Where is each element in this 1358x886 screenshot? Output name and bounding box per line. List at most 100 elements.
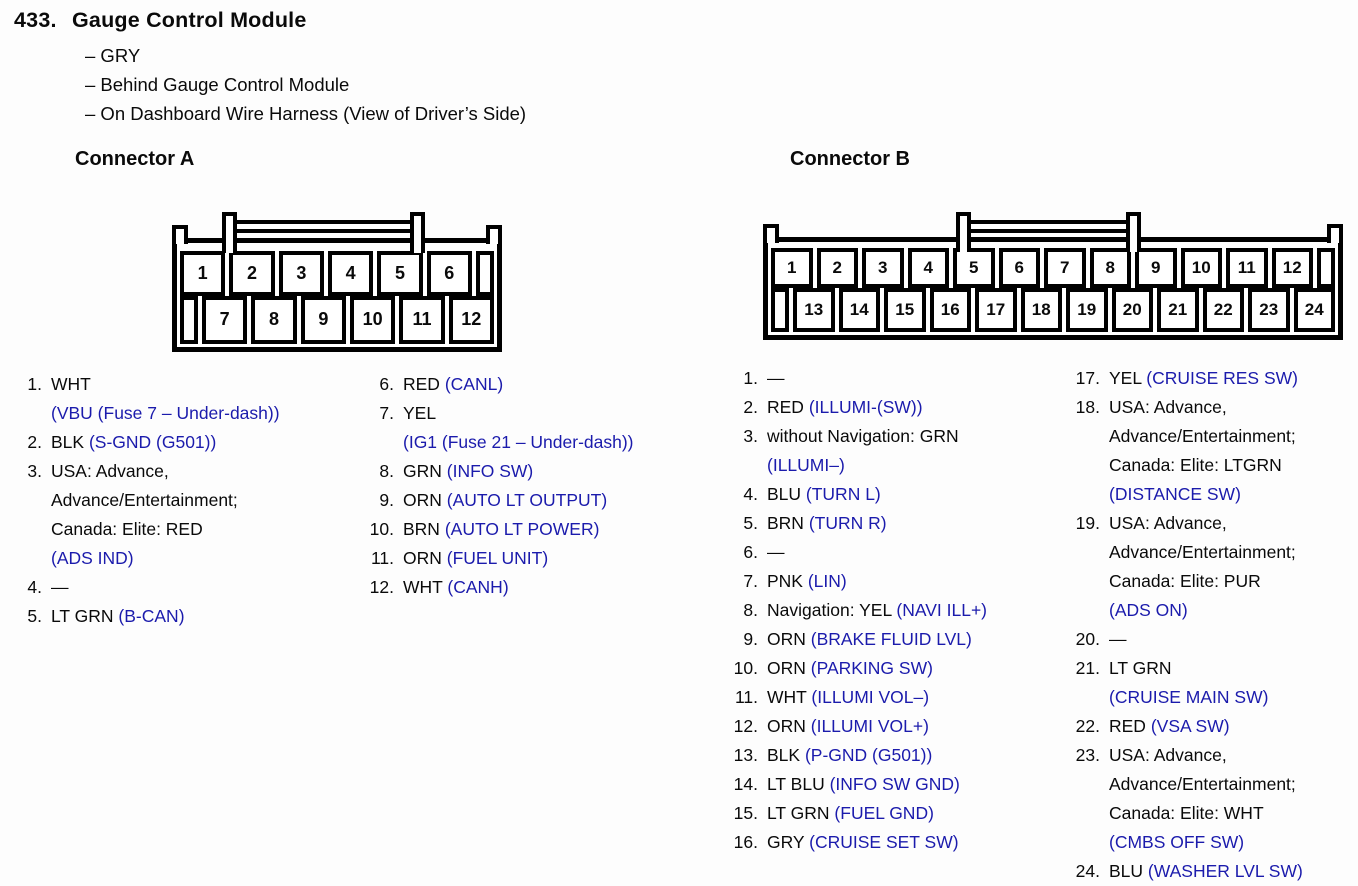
signal-name: (P-GND (G501)) — [804, 745, 933, 765]
pin-list-item: 22.RED (VSA SW) — [1066, 712, 1356, 741]
pin-description: RED (ILLUMI-(SW)) — [767, 393, 923, 422]
wire-color-text: RED — [767, 397, 809, 417]
connector-b-heading: Connector B — [790, 148, 910, 170]
wire-color-text: LT GRN — [51, 606, 119, 626]
pin-list-item: 2. RED (ILLUMI-(SW)) — [724, 393, 1054, 422]
latch-prong-right — [1126, 212, 1141, 252]
pin-list-item: 8.Navigation: YEL (NAVI ILL+) — [724, 596, 1054, 625]
pin-list-item: 14.LT BLU (INFO SW GND) — [724, 770, 1054, 799]
connector-b-pin-list-col1: 1.—2.RED (ILLUMI-(SW))3.without Navigati… — [724, 364, 1054, 857]
pin-number: 13. — [733, 745, 758, 765]
pin-cell: 2 — [816, 248, 858, 289]
pin-cell: 2 — [229, 251, 275, 296]
corner-notch-right — [486, 225, 502, 244]
wire-color-text: ORN — [767, 716, 811, 736]
pin-cell: 3 — [278, 251, 324, 296]
pin-list-item: 11.ORN (FUEL UNIT) — [360, 544, 680, 573]
pin-list-item: 20.— — [1066, 625, 1356, 654]
pin-number: 23. — [1075, 745, 1100, 765]
pin-cell: 20 — [1111, 288, 1153, 332]
wire-color-text: USA: Advance, — [1109, 745, 1227, 765]
wire-color-text: ORN — [767, 658, 811, 678]
signal-name: (NAVI ILL+) — [896, 600, 988, 620]
pin-number: 6. — [379, 374, 394, 394]
wire-color-text: — — [767, 542, 785, 562]
pin-cell: 15 — [884, 288, 926, 332]
pin-cell: 7 — [1044, 248, 1086, 289]
wire-color-text: LT GRN — [767, 803, 835, 823]
pin-description: YEL(IG1 (Fuse 21 – Under-dash)) — [403, 399, 634, 457]
signal-name: (CANL) — [444, 374, 504, 394]
latch-bar — [229, 220, 422, 233]
signal-name: (ADS IND) — [51, 548, 134, 568]
pin-cell: 4 — [327, 251, 374, 296]
wire-color-text: ORN — [767, 629, 811, 649]
pin-number: 5. — [743, 513, 758, 533]
wire-color-text: USA: Advance, — [1109, 397, 1227, 417]
pin-cell: 18 — [1020, 288, 1062, 332]
signal-name: (WASHER LVL SW) — [1147, 861, 1303, 881]
pin-number: 2. — [743, 397, 758, 417]
pin-list-item: 4.— — [8, 573, 328, 602]
wire-color-text: — — [767, 368, 785, 388]
pin-description: ORN (FUEL UNIT) — [403, 544, 548, 573]
signal-name: (VBU (Fuse 7 – Under-dash)) — [51, 403, 280, 423]
pin-description: USA: Advance,Advance/Entertainment;Canad… — [1109, 393, 1296, 509]
signal-name: (ILLUMI VOL–) — [811, 687, 930, 707]
pin-list-item: 7.PNK (LIN) — [724, 567, 1054, 596]
wire-color-text: WHT — [767, 687, 812, 707]
signal-name: (INFO SW) — [446, 461, 534, 481]
pin-description: LT GRN(CRUISE MAIN SW) — [1109, 654, 1268, 712]
pin-description: — — [767, 538, 785, 567]
pin-cell: 1 — [771, 248, 813, 289]
connector-a-pin-list-col2: 6. RED (CANL) 7. YEL(IG1 (Fuse 21 – Under-d… — [360, 370, 680, 602]
pin-list-item: 24.BLU (WASHER LVL SW) — [1066, 857, 1356, 886]
blank-cell — [1317, 248, 1335, 289]
pin-number: 3. — [743, 426, 758, 446]
signal-name: (LIN) — [807, 571, 847, 591]
pin-list-item: 3.without Navigation: GRN(ILLUMI–) — [724, 422, 1054, 480]
signal-name: (FUEL GND) — [834, 803, 934, 823]
pin-cell: 22 — [1202, 288, 1244, 332]
signal-name: (VSA SW) — [1150, 716, 1230, 736]
signal-name: (CMBS OFF SW) — [1109, 832, 1245, 852]
signal-name: (AUTO LT OUTPUT) — [446, 490, 608, 510]
blank-cell — [475, 251, 494, 296]
latch-prong-left — [222, 212, 237, 253]
pin-number: 15. — [733, 803, 758, 823]
pin-description: YEL (CRUISE RES SW) — [1109, 364, 1298, 393]
pin-cell: 8 — [1089, 248, 1131, 289]
wire-color-text: BRN — [403, 519, 445, 539]
pin-list-item: 1.WHT(VBU (Fuse 7 – Under-dash)) — [8, 370, 328, 428]
pin-list-item: 10.BRN (AUTO LT POWER) — [360, 515, 680, 544]
pin-description: BLU (WASHER LVL SW) — [1109, 857, 1303, 886]
pin-number: 20. — [1075, 629, 1100, 649]
signal-name: (TURN L) — [805, 484, 881, 504]
pin-description: ORN (AUTO LT OUTPUT) — [403, 486, 607, 515]
pin-number: 11. — [734, 687, 758, 707]
pin-number: 22. — [1075, 716, 1100, 736]
pin-number: 4. — [27, 577, 42, 597]
pin-number: 17. — [1075, 368, 1100, 388]
corner-notch-left — [763, 224, 779, 243]
wire-color-text: YEL — [403, 403, 437, 423]
pin-description: ORN (ILLUMI VOL+) — [767, 712, 929, 741]
pin-number: 1. — [27, 374, 42, 394]
wire-color-text: RED — [403, 374, 445, 394]
pin-number: 7. — [379, 403, 394, 423]
pin-list-item: 13.BLK (P-GND (G501)) — [724, 741, 1054, 770]
pin-list-item: 8.GRN (INFO SW) — [360, 457, 680, 486]
wire-color-text: ORN — [403, 548, 447, 568]
pin-description: BRN (AUTO LT POWER) — [403, 515, 599, 544]
pin-cell: 16 — [929, 288, 971, 332]
pin-cell: 9 — [300, 295, 346, 344]
pin-description: USA: Advance,Advance/Entertainment;Canad… — [1109, 509, 1296, 625]
pin-description: BLK (S-GND (G501)) — [51, 428, 216, 457]
bullet-item: – GRY — [85, 45, 141, 66]
signal-name: (CRUISE SET SW) — [809, 832, 959, 852]
pin-description: WHT (CANH) — [403, 573, 509, 602]
wire-color-text: without Navigation: GRN — [767, 426, 959, 446]
